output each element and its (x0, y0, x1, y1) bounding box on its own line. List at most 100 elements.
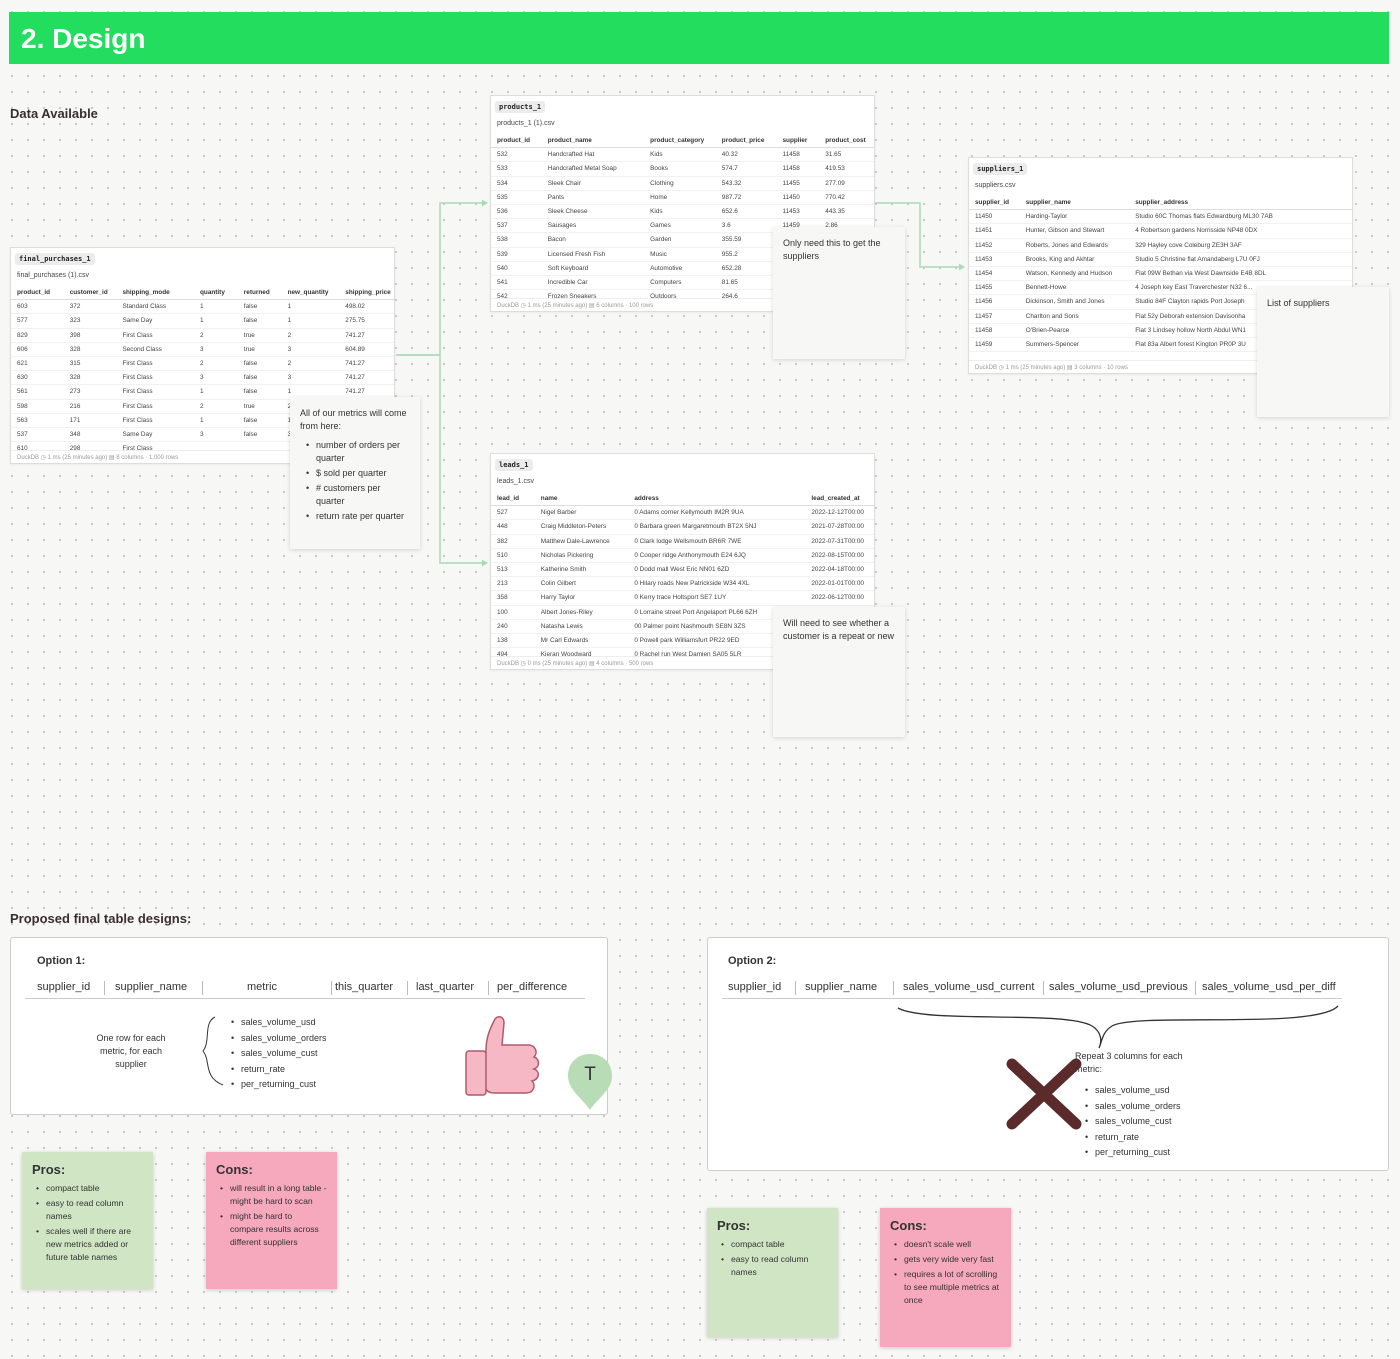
table-cell: 3 (200, 374, 204, 382)
column-divider (795, 981, 796, 995)
option-title: Option 1: (37, 955, 86, 967)
option-2-card[interactable]: Option 2: supplier_id supplier_name sale… (707, 937, 1389, 1171)
table-cell: Flat 09W Bethan via West Dawnside E4B 8D… (1135, 270, 1267, 278)
connector-arrows (396, 199, 965, 567)
table-cell: 240 (497, 622, 508, 630)
table-cell: Frozen Sneakers (547, 293, 597, 301)
column-header: metric (247, 981, 277, 993)
table-cell: 81.65 (721, 278, 738, 286)
list-item: per_returning_cust (1085, 1145, 1181, 1161)
cons-option-1-sticky[interactable]: Cons: will result in a long table - migh… (206, 1152, 337, 1289)
list-item: sales_volume_orders (1085, 1099, 1181, 1115)
cons-option-2-sticky[interactable]: Cons: doesn't scale well gets very wide … (880, 1208, 1011, 1347)
suppliers-need-note[interactable]: Only need this to get the suppliers (773, 227, 905, 359)
table-cell: 0 Rachel run West Damien SA05 5LR (634, 651, 742, 659)
table-cell: Handcrafted Metal Soap (547, 165, 617, 173)
table-cell: 1 (200, 416, 204, 424)
table-cell: 494 (497, 651, 508, 659)
data-available-heading: Data Available (10, 106, 98, 121)
table-cell: Second Class (122, 345, 162, 353)
list-item: might be hard to compare results across … (216, 1210, 327, 1249)
table-cell: 987.72 (721, 193, 742, 201)
column-header: last_quarter (416, 981, 475, 993)
table-cell: 11458 (782, 151, 800, 159)
table-cell: 448 (497, 523, 508, 531)
column-header: sales_volume_usd_per_diff (1202, 981, 1336, 993)
table-cell: 2022-01-01T00:00 (811, 580, 864, 588)
list-suppliers-note[interactable]: List of suppliers (1257, 287, 1389, 417)
table-cell: Craig Middleton-Peters (540, 523, 607, 531)
list-item: sales_volume_cust (1085, 1114, 1181, 1130)
table-cell: 11451 (975, 227, 993, 235)
table-cell: 1 (200, 317, 204, 325)
repeat-customer-note[interactable]: Will need to see whether a customer is a… (773, 607, 905, 737)
option-1-card[interactable]: Option 1: supplier_id supplier_name metr… (10, 937, 608, 1115)
sticky-title: Cons: (216, 1162, 253, 1177)
table-cell: false (243, 388, 258, 396)
table-cell: 323 (69, 317, 81, 325)
table-cell: 3 (200, 430, 204, 438)
avatar[interactable]: T (566, 1052, 614, 1112)
avatar-initial: T (584, 1064, 596, 1085)
column-header: supplier_name (115, 981, 188, 993)
table-cell: Mr Carl Edwards (540, 636, 589, 644)
avatar-pin-icon (568, 1054, 612, 1110)
table-cell: 574.7 (721, 165, 738, 173)
table-cell: O'Brien-Pearce (1025, 326, 1070, 334)
column-header: supplier (782, 137, 808, 145)
table-cell: Handcrafted Hat (547, 151, 595, 159)
metrics-note[interactable]: All of our metrics will come from here: … (290, 397, 420, 549)
pros-option-1-sticky[interactable]: Pros: compact table easy to read column … (22, 1152, 153, 1289)
table-cell: 541 (497, 278, 508, 286)
column-header: quantity (200, 289, 225, 297)
table-cell: 537 (17, 430, 28, 438)
table-cell: 3 (200, 345, 204, 353)
table-cell: 2 (200, 360, 204, 368)
card-tag: suppliers_1 (973, 163, 1028, 175)
table-cell: 2022-06-12T00:00 (811, 594, 864, 602)
table-cell: 11450 (782, 193, 800, 201)
table-cell: 741.27 (345, 360, 365, 368)
pros-option-2-sticky[interactable]: Pros: compact table easy to read column … (707, 1208, 838, 1337)
table-cell: false (243, 303, 258, 311)
column-header: shipping_mode (122, 289, 170, 297)
